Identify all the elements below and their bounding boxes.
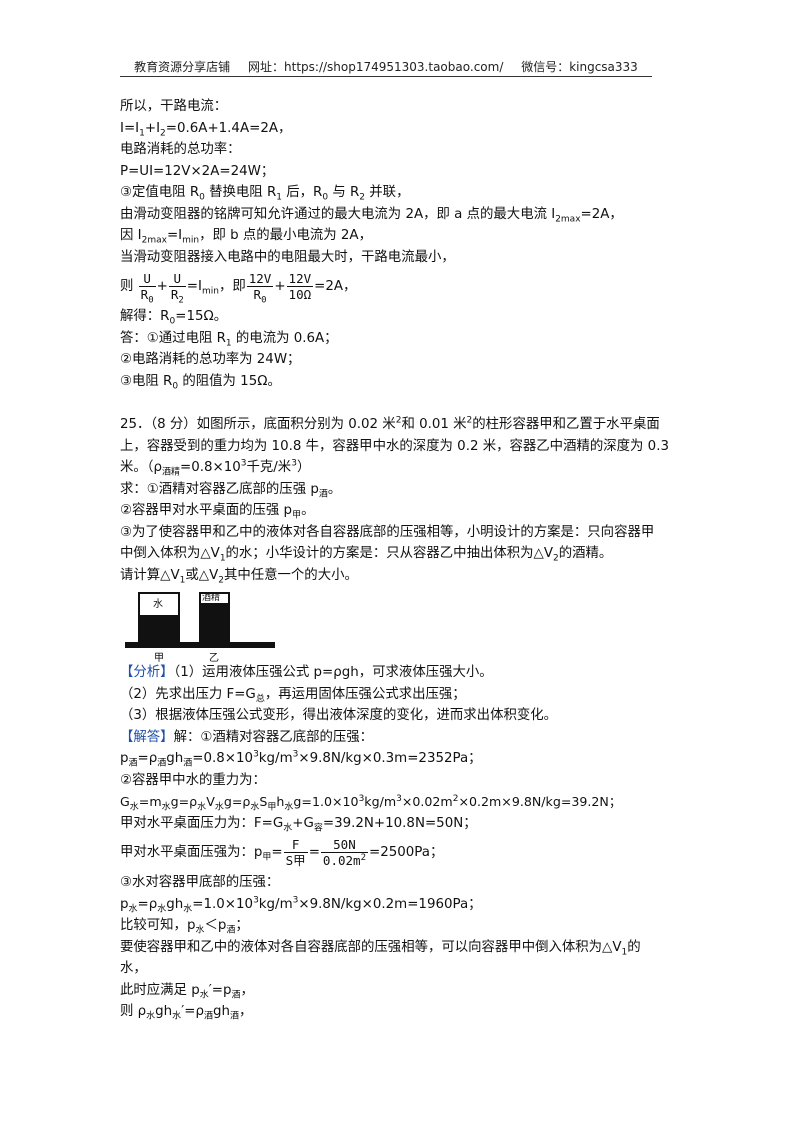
analysis-line: 【分析】（1）运用液体压强公式 p=ρgh，可求液体压强大小。 [120,665,493,680]
table-top [125,642,275,648]
solution-line: 水， [120,961,147,976]
containers-diagram [125,592,275,648]
analysis-line: （3）根据液体压强公式变形，得出液体深度的变化，进而求出体积变化。 [120,708,558,723]
problem-line: ②容器甲对水平桌面的压强 p甲。 [120,503,315,521]
solution-line: p水=ρ水gh水=1.0×103kg/m3×9.8N/kg×0.2m=1960P… [120,895,482,915]
page-header: 教育资源分享店铺 网址：https://shop174951303.taobao… [120,58,652,75]
solution-line: 甲对水平桌面压力为：F=G水+G容=39.2N+10.8N=50N； [120,815,477,834]
problem-line: 米。（ρ酒精=0.8×103千克/米3） [120,458,311,478]
yi-label: 乙 [209,653,219,664]
text-line: ③电阻 R0 的阻值为 15Ω。 [120,373,281,392]
wechat-id: 微信号：kingcsa333 [521,60,638,74]
text-line: 所以，干路电流： [120,99,228,114]
alcohol-level [200,603,229,642]
solution-line: 【解答】解：①酒精对容器乙底部的压强： [120,729,374,745]
solution-line: 则 ρ水gh水′=ρ酒gh酒， [120,1004,253,1022]
jia-label: 甲 [154,653,164,664]
solution-line: p酒=ρ酒gh酒=0.8×103kg/m3×9.8N/kg×0.3m=2352P… [120,749,482,769]
solution-tag: 【解答】 [120,729,174,745]
text-line: 当滑动变阻器接入电路中的电阻最大时，干路电流最小， [120,249,455,265]
problem-line: 中倒入体积为△V1的水；小华设计的方案是：只从容器乙中抽出体积为△V2的酒精。 [120,546,613,564]
alcohol-label: 酒精 [202,593,221,603]
problem-line: ③为了使容器甲和乙中的液体对各自容器底部的压强相等，小明设计的方案是：只向容器甲 [120,524,655,540]
solution-line: 要使容器甲和乙中的液体对各自容器底部的压强相等，可以向容器甲中倒入体积为△V1的 [120,939,641,958]
text-line: I=I1+I2=0.6A+1.4A=2A， [120,120,292,139]
solution-line: 此时应满足 p水′=p酒， [120,982,254,1001]
document-body: 所以，干路电流： I=I1+I2=0.6A+1.4A=2A， 电路消耗的总功率：… [120,96,680,1023]
problem-line: 25．（8 分）如图所示，底面积分别为 0.02 米2和 0.01 米2的柱形容… [120,415,660,432]
text-line: 解得：R0=15Ω。 [120,309,228,327]
problem-line: 上，容器受到的重力均为 10.8 牛，容器甲中水的深度为 0.2 米，容器乙中酒… [120,438,669,454]
problem-line: 请计算△V1或△V2其中任意一个的大小。 [120,567,358,586]
text-line: 答：①通过电阻 R1 的电流为 0.6A； [120,330,338,349]
problem-line: 求：①酒精对容器乙底部的压强 p酒。 [120,481,342,500]
analysis-tag: 【分析】 [120,665,174,680]
text-line: 因 I2max=Imin，即 b 点的最小电流为 2A， [120,228,372,246]
solution-line: 比较可知，p水＜p酒； [120,918,249,936]
solution-line: ②容器甲中水的重力为： [120,772,266,788]
text-line: 由滑动变阻器的铭牌可知允许通过的最大电流为 2A，即 a 点的最大电流 I2ma… [120,206,623,225]
solution-line: ③水对容器甲底部的压强： [120,875,280,890]
text-line: ③定值电阻 R0 替换电阻 R1 后，R0 与 R2 并联， [120,185,410,203]
header-divider [120,76,652,77]
shop-name: 教育资源分享店铺 [134,60,231,74]
text-line: ②电路消耗的总功率为 24W； [120,352,301,367]
water-level [139,615,179,642]
container-figure: 水 酒精 甲 乙 [122,590,282,664]
text-line: 电路消耗的总功率： [120,142,241,157]
water-label: 水 [153,599,163,610]
solution-line: G水=m水g=ρ水V水g=ρ水S甲h水g=1.0×103kg/m3×0.02m2… [120,793,622,813]
text-line: P=UI=12V×2A=24W； [120,163,275,179]
analysis-line: （2）先求出压力 F=G总，再运用固体压强公式求出压强； [120,686,466,705]
shop-url: 网址：https://shop174951303.taobao.com/ [248,60,504,74]
